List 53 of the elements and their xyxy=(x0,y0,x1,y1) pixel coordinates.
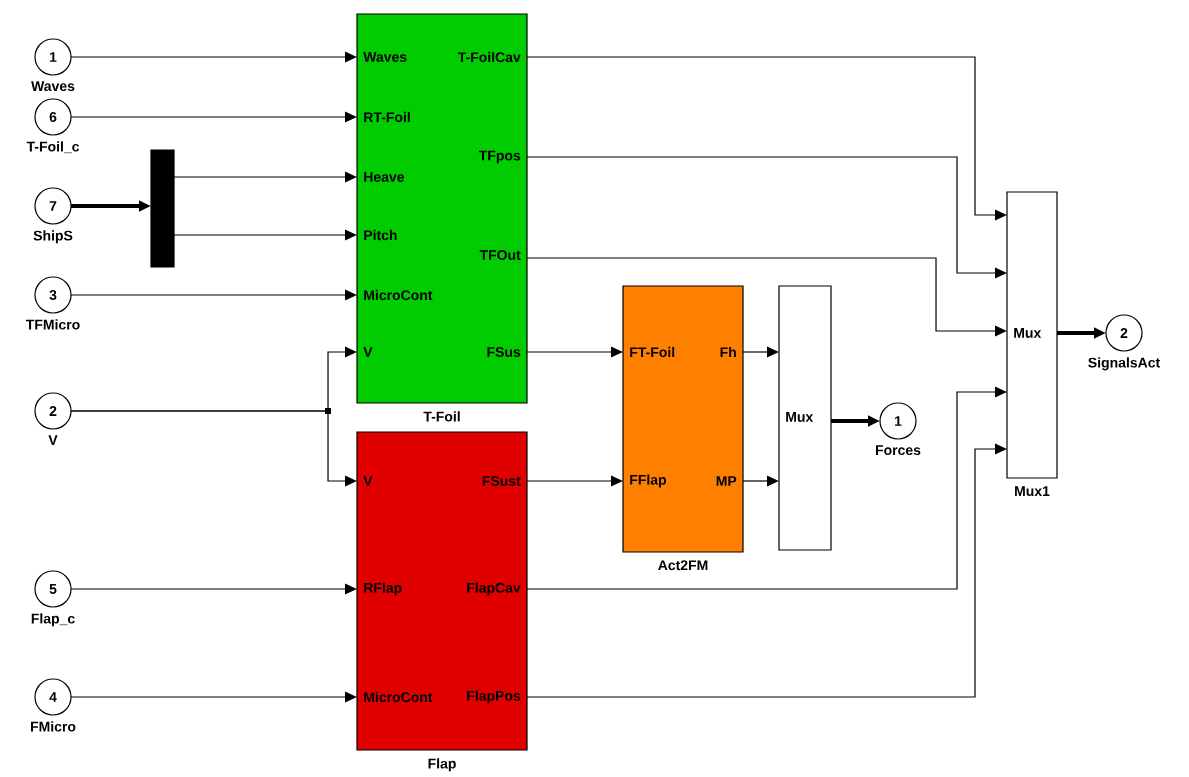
port-name: FMicro xyxy=(31,721,76,732)
port-name: TFMicro xyxy=(25,319,80,330)
port-label: MP xyxy=(716,476,737,486)
port-label: TFpos xyxy=(478,150,521,164)
signal-arrow xyxy=(742,475,779,487)
signal-arrow xyxy=(173,229,357,241)
block-name: Flap xyxy=(428,758,456,772)
port-name: Flap_c xyxy=(31,613,75,627)
signal-arrow xyxy=(526,443,1007,698)
signal-arrow xyxy=(526,56,1007,221)
port-label: FFlap xyxy=(630,474,666,488)
signal-arrow xyxy=(526,346,623,358)
port-label: Mux xyxy=(786,412,814,422)
signal-arrow xyxy=(70,51,357,63)
signal-arrow xyxy=(526,257,1007,337)
port-name: Forces xyxy=(876,445,921,456)
port-label: T-FoilCav xyxy=(457,51,521,63)
signal-arrow xyxy=(70,410,357,487)
port-label: MicroCont xyxy=(364,691,433,703)
port-name: Waves xyxy=(31,81,75,92)
port-name: SignalsAct xyxy=(1088,357,1160,371)
port-label: V xyxy=(363,476,373,486)
block-name: Mux1 xyxy=(1015,486,1050,497)
signal-arrow xyxy=(742,346,779,358)
port-label: FT-Foil xyxy=(630,346,675,358)
port-label: FlapCav xyxy=(467,582,521,596)
port-label: Mux xyxy=(1014,328,1042,338)
signal-arrow xyxy=(70,583,357,595)
signal-arrow xyxy=(70,111,357,123)
block-name: Act2FM xyxy=(658,560,708,571)
port-label: Pitch xyxy=(364,229,397,241)
signal-arrow xyxy=(70,691,357,703)
signal-arrow xyxy=(526,475,623,487)
signal-arrow xyxy=(526,386,1007,590)
block-name: T-Foil xyxy=(423,411,460,422)
port-label: FSus xyxy=(487,347,521,357)
port-label: FSust xyxy=(482,476,521,486)
port-label: RFlap xyxy=(364,582,402,596)
port-label: FlapPos xyxy=(467,690,521,704)
port-label: MicroCont xyxy=(364,289,433,301)
port-label: Heave xyxy=(364,172,405,182)
demux-bar xyxy=(150,149,175,268)
signal-arrow xyxy=(70,289,357,301)
port-name: ShipS xyxy=(33,230,73,244)
port-label: Waves xyxy=(363,52,407,62)
port-name: T-Foil_c xyxy=(26,141,80,154)
port-name: V xyxy=(48,435,58,445)
signal-arrow xyxy=(173,171,357,183)
signal-arrow xyxy=(526,156,1007,279)
port-label: TFOut xyxy=(479,250,521,260)
port-label: RT-Foil xyxy=(364,111,410,123)
port-label: Fh xyxy=(720,346,736,358)
port-label: V xyxy=(363,347,373,357)
